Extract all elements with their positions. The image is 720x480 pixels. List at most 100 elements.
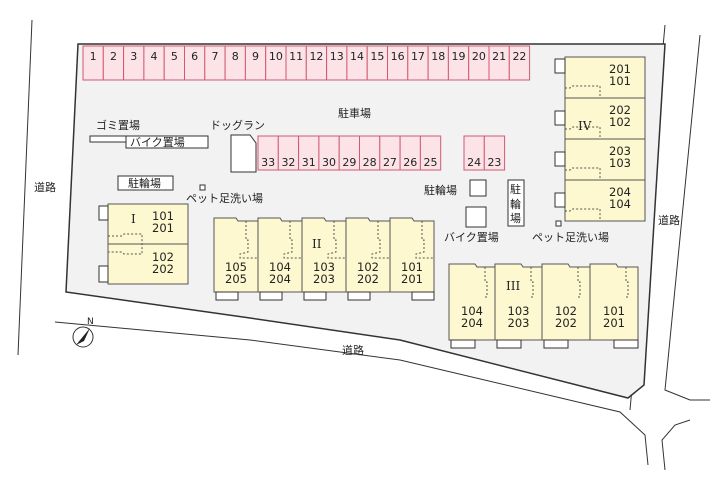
parking-space: 19 [447,45,470,81]
building-name: III [506,279,520,293]
parking-space-number: 13 [330,50,344,63]
parking-space: 28 [359,135,381,171]
parking-space: 22 [508,45,531,81]
parking-space: 24 [463,135,485,171]
parking-lot-label: 駐車場 [338,106,371,120]
parking-space-number: 16 [391,50,405,63]
parking-space-number: 2 [110,50,117,63]
dog-run-area [230,134,257,173]
bicycle-parking-mid-label: 駐輪場 [424,183,457,197]
parking-space-number: 7 [211,50,218,63]
parking-space: 20 [468,45,490,81]
dog-run-label: ドッグラン [210,118,265,132]
parking-space-number: 1 [90,50,97,63]
bike-storage-left-label: バイク置場 [130,136,185,149]
road-left-edge [17,19,33,356]
parking-space-number: 21 [492,50,506,63]
pet-footwash-right-label: ペット足洗い場 [532,231,609,244]
parking-space-number: 6 [191,50,198,63]
building-name: II [312,237,322,251]
parking-space: 9 [244,45,267,81]
parking-space: 6 [184,45,206,81]
parking-space-number: 20 [472,50,486,63]
garbage-area [89,135,127,143]
bicycle-parking-vertical [507,179,525,227]
parking-space: 11 [285,45,307,81]
bicycle-parking-vertical-label: 駐輪場 [510,182,521,225]
parking-row-right: 24 23 [463,135,506,171]
building-name: IV [578,119,592,133]
parking-space: 12 [305,45,328,81]
parking-space: 8 [224,45,246,81]
road-bottom-label: 道路 [342,343,364,357]
bicycle-parking-left-label: 駐輪場 [128,176,161,190]
parking-space-number: 23 [487,156,501,169]
parking-space: 30 [318,135,340,171]
bike-storage-mid-label: バイク置場 [444,231,499,244]
parking-space-number: 32 [281,156,295,169]
parking-space: 26 [399,135,421,171]
parking-space-number: 17 [411,50,425,63]
parking-space-number: 22 [512,50,526,63]
parking-space: 18 [427,45,449,81]
parking-space-number: 4 [151,50,158,63]
parking-space-number: 28 [363,156,377,169]
parking-space: 14 [346,45,368,81]
parking-space-number: 12 [309,50,323,63]
parking-space: 31 [298,135,320,171]
parking-space-number: 27 [383,156,397,169]
parking-space-number: 11 [289,50,303,63]
parking-space-number: 29 [342,156,356,169]
parking-space: 4 [143,45,165,81]
parking-space-number: 33 [261,156,275,169]
parking-space: 21 [488,45,510,81]
parking-space-number: 31 [302,156,316,169]
parking-space-number: 5 [171,50,178,63]
parking-space: 33 [257,135,279,171]
parking-space-number: 30 [322,156,336,169]
road-right-label: 道路 [658,213,680,227]
parking-space: 25 [419,135,442,171]
parking-space: 3 [123,45,145,81]
parking-space-number: 14 [350,50,364,63]
parking-space-number: 24 [467,156,481,169]
parking-space: 23 [483,135,506,171]
building-name: I [131,212,136,226]
parking-space-number: 10 [269,50,283,63]
parking-space-number: 25 [424,156,438,169]
pet-footwash-left-marker [199,184,206,191]
road-corner [661,419,691,471]
road-right-outer [664,34,710,401]
pet-footwash-left-label: ペット足洗い場 [186,192,263,205]
parking-space-number: 26 [403,156,417,169]
parking-row-middle: 33 32 31 30 29 28 27 26 25 [257,135,442,171]
garbage-label: ゴミ置場 [96,118,140,132]
pet-footwash-right-marker [555,220,562,227]
parking-space: 29 [338,135,361,171]
parking-space-number: 18 [431,50,445,63]
north-arrow-icon: N [72,317,94,348]
parking-space-number: 9 [252,50,259,63]
parking-space: 1 [82,45,104,81]
parking-space: 10 [265,45,287,81]
parking-space: 7 [204,45,226,81]
parking-space: 32 [277,135,300,171]
